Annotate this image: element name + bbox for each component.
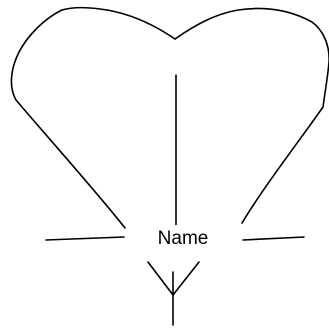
- heart-outline-left: [11, 8, 175, 228]
- branch-line-right: [173, 262, 199, 295]
- horizontal-line-right: [243, 237, 304, 240]
- horizontal-line-left: [46, 237, 124, 240]
- branch-line-left: [148, 262, 173, 295]
- heart-outline-right: [175, 9, 329, 224]
- center-name-label: Name: [131, 225, 235, 253]
